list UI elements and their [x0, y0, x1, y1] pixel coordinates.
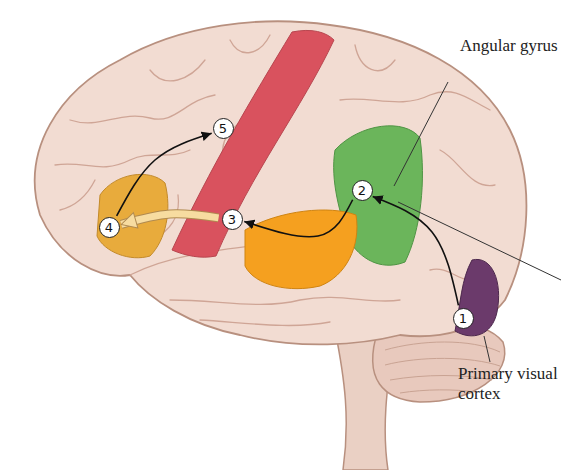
callout-text: 5: [219, 122, 227, 135]
callout-number: 2: [352, 180, 373, 201]
arrow-body: [373, 196, 459, 305]
callout-number: 4: [99, 217, 120, 238]
pathway-arrow: [373, 196, 459, 305]
arrow-body: [117, 133, 212, 216]
arrow-body: [121, 214, 218, 225]
callout-number: 5: [213, 118, 234, 139]
arrow-body: [244, 200, 352, 237]
pathway-arrow: [121, 214, 218, 225]
callout-text: 4: [105, 221, 113, 234]
pathway-arrow: [117, 133, 212, 216]
pathway-arrow: [244, 200, 352, 237]
callout-text: 2: [358, 184, 366, 197]
cerebrum: [35, 21, 527, 344]
leader-lines: [394, 82, 561, 362]
callout-number: 3: [222, 209, 243, 230]
callout-text: 1: [459, 312, 467, 325]
visual-cortex-region: [455, 259, 499, 335]
region-label: Primary visual cortex: [458, 364, 558, 405]
region-label: Angular gyrus: [460, 36, 558, 56]
callout-number: 1: [453, 308, 474, 329]
callout-text: 3: [228, 213, 236, 226]
arrow-outline: [121, 214, 218, 225]
